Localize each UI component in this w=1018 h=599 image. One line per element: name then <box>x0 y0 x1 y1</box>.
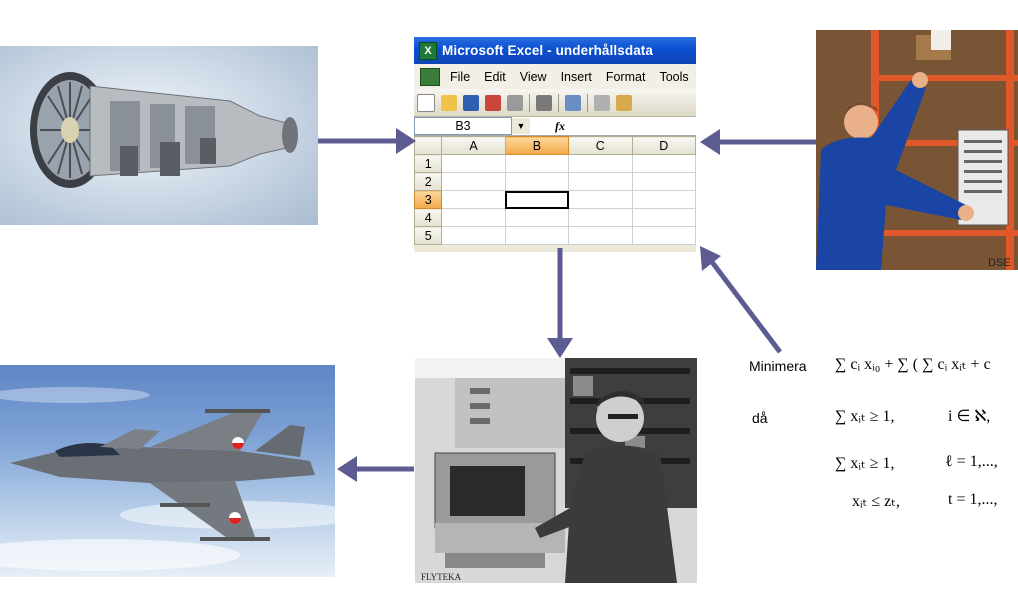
svg-text:DSE: DSE <box>988 257 1011 269</box>
cell[interactable] <box>504 154 570 173</box>
excel-toolbar <box>414 89 696 117</box>
column-header-b[interactable]: B <box>504 136 570 155</box>
new-file-icon[interactable] <box>417 93 435 112</box>
worksheet-grid[interactable]: A B C D 1 2 3 4 5 <box>414 136 696 245</box>
cell[interactable] <box>568 226 633 245</box>
cell[interactable] <box>441 208 506 227</box>
cell[interactable] <box>568 172 633 191</box>
constraint-2: ∑ xᵢₜ ≥ 1, <box>835 455 895 472</box>
excel-window-title: Microsoft Excel - underhållsdata <box>442 43 653 58</box>
arrowhead <box>337 456 357 482</box>
cell[interactable] <box>631 190 696 209</box>
arrowhead <box>396 128 416 154</box>
cell[interactable] <box>631 154 696 173</box>
menu-insert[interactable]: Insert <box>560 69 592 84</box>
cell[interactable] <box>631 172 696 191</box>
cell[interactable] <box>441 154 506 173</box>
arrowhead <box>700 246 721 271</box>
row-header-4[interactable]: 4 <box>414 208 443 227</box>
svg-text:FLYTEKA: FLYTEKA <box>421 572 462 582</box>
toolbar-separator <box>587 93 588 112</box>
constraint-2-condition: ℓ = 1,..., <box>945 453 998 470</box>
cell[interactable] <box>631 208 696 227</box>
menu-view[interactable]: View <box>519 69 547 84</box>
toolbar-separator <box>558 93 559 112</box>
constraint-1: ∑ xᵢₜ ≥ 1, <box>835 408 895 425</box>
copy-icon[interactable] <box>594 94 610 111</box>
cell[interactable] <box>441 190 506 209</box>
warehouse-worker-illustration: DSE <box>816 30 1018 270</box>
warehouse-worker-photo: DSE <box>816 30 1018 270</box>
excel-title-bar[interactable]: X Microsoft Excel - underhållsdata <box>414 37 696 64</box>
column-header-a[interactable]: A <box>441 136 506 155</box>
cell[interactable] <box>504 172 570 191</box>
permission-icon[interactable] <box>485 94 501 111</box>
column-header-c[interactable]: C <box>568 136 633 155</box>
toolbar-separator <box>529 93 530 112</box>
cell[interactable] <box>568 154 633 173</box>
insert-function-icon[interactable]: fx <box>555 118 565 133</box>
cell[interactable] <box>504 226 570 245</box>
subject-to-label: då <box>752 410 768 426</box>
name-box[interactable]: B3 <box>414 117 512 135</box>
column-header-d[interactable]: D <box>631 136 696 155</box>
fighter-jet-photo <box>0 365 335 577</box>
excel-window[interactable]: X Microsoft Excel - underhållsdata File … <box>414 37 696 252</box>
cell[interactable] <box>504 208 570 227</box>
cell[interactable] <box>631 226 696 245</box>
select-all-corner[interactable] <box>414 136 443 155</box>
menu-format[interactable]: Format <box>605 69 646 84</box>
arrow-formula-to-excel <box>710 260 782 354</box>
minimize-label: Minimera <box>749 358 807 374</box>
formula-bar: B3 ▼ fx <box>414 117 696 136</box>
save-icon[interactable] <box>463 94 479 111</box>
cell[interactable] <box>568 190 633 209</box>
active-cell-b3[interactable] <box>504 190 570 209</box>
print-icon[interactable] <box>507 94 523 111</box>
row-header-1[interactable]: 1 <box>414 154 443 173</box>
arrowhead <box>700 129 720 155</box>
computer-operator-photo: FLYTEKA <box>415 358 697 583</box>
jet-engine-illustration <box>30 72 298 188</box>
excel-app-icon[interactable]: X <box>419 41 437 60</box>
workbook-icon[interactable] <box>420 67 440 86</box>
objective-function: ∑ cᵢ xᵢ₀ + ∑ ( ∑ cᵢ xᵢₜ + c <box>835 356 991 373</box>
computer-operator-illustration: FLYTEKA <box>415 358 697 583</box>
arrowhead <box>547 338 573 358</box>
research-icon[interactable] <box>565 94 581 111</box>
cell[interactable] <box>568 208 633 227</box>
open-folder-icon[interactable] <box>441 94 457 111</box>
name-box-dropdown-icon[interactable]: ▼ <box>512 118 530 134</box>
constraint-3: xᵢₜ ≤ zₜ, <box>852 493 900 510</box>
cell[interactable] <box>441 172 506 191</box>
constraint-1-condition: i ∈ ℵ, <box>948 408 991 425</box>
paste-icon[interactable] <box>616 94 632 111</box>
menu-edit[interactable]: Edit <box>484 69 506 84</box>
menu-tools[interactable]: Tools <box>659 69 689 84</box>
cell[interactable] <box>441 226 506 245</box>
fighter-jet-illustration <box>0 387 335 571</box>
row-header-2[interactable]: 2 <box>414 172 443 191</box>
row-header-5[interactable]: 5 <box>414 226 443 245</box>
row-header-3[interactable]: 3 <box>414 190 443 209</box>
constraint-3-condition: t = 1,..., <box>948 491 998 508</box>
jet-engine-photo <box>0 46 318 225</box>
excel-menu-bar: File Edit View Insert Format Tools <box>414 64 696 89</box>
menu-file[interactable]: File <box>450 69 471 84</box>
print-preview-icon[interactable] <box>536 94 552 111</box>
